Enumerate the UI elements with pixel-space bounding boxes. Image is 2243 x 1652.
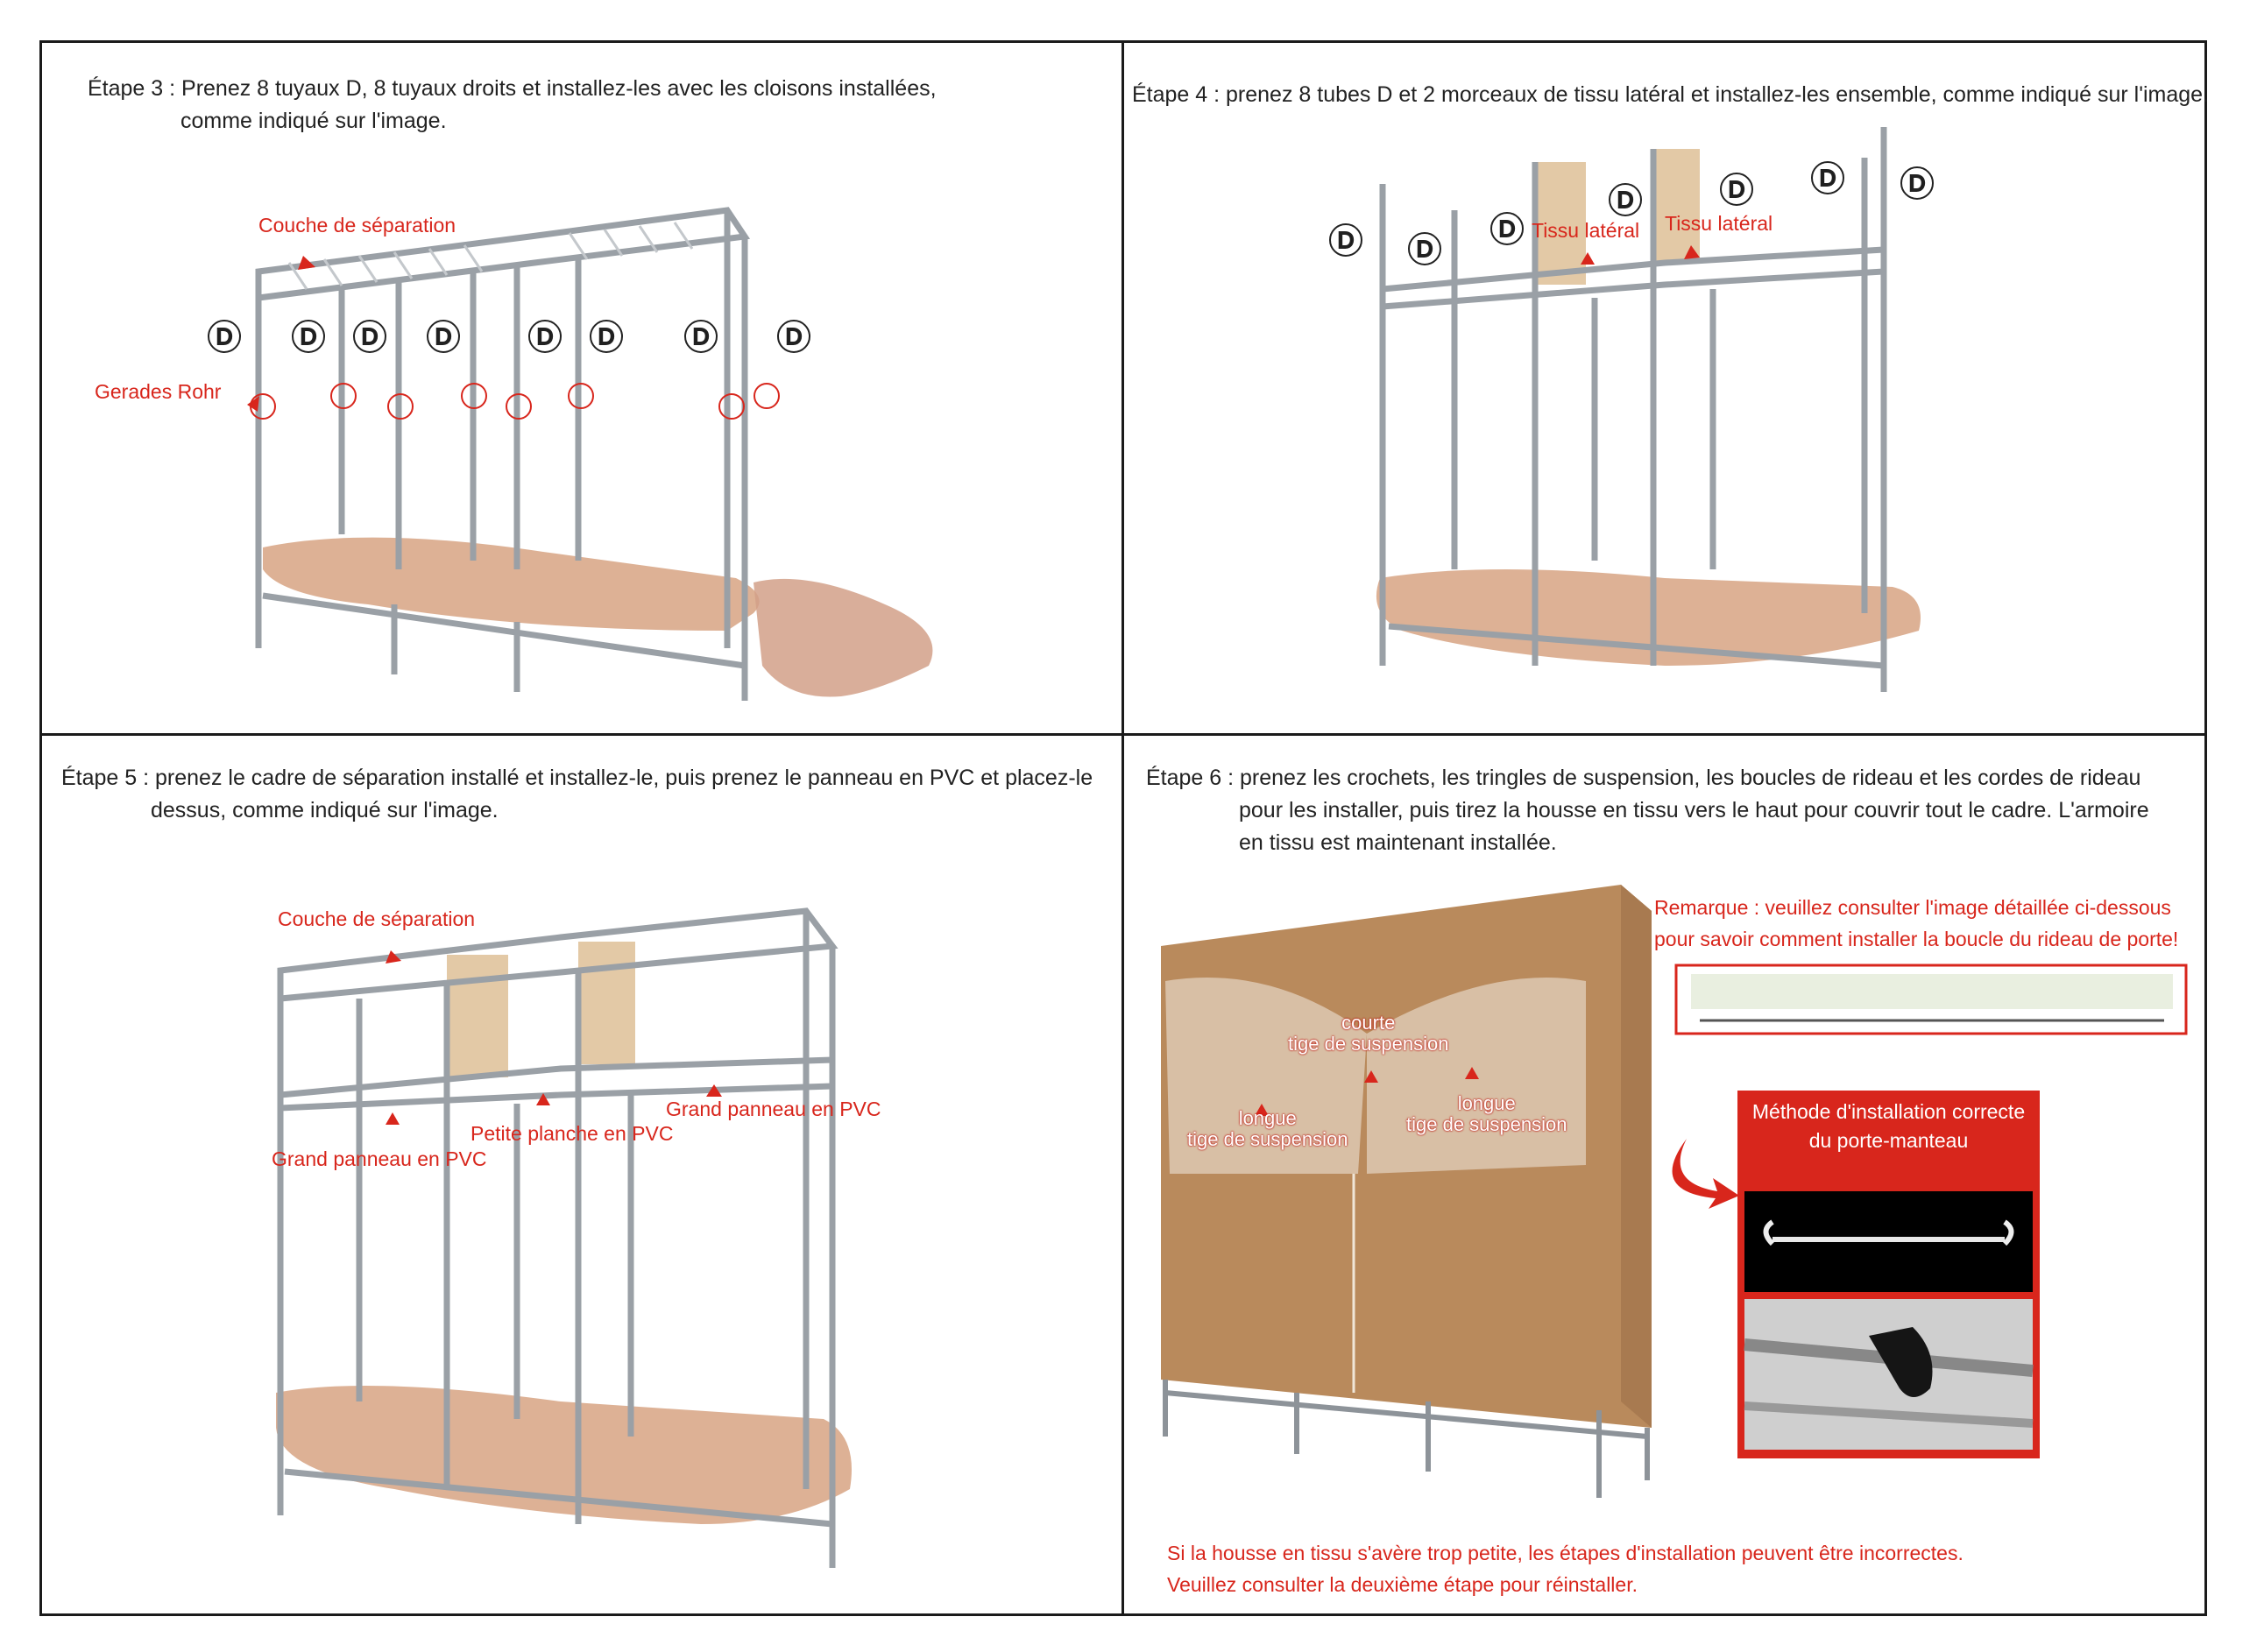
d-pipe-marker: D [1338, 227, 1355, 253]
hanger-photos [1744, 1191, 2034, 1450]
footer-line1: Si la housse en tissu s'avère trop petit… [1167, 1542, 1964, 1564]
small-pvc-label: Petite planche en PVC [471, 1122, 674, 1145]
long-rod-left-line2: tige de suspension [1187, 1128, 1348, 1150]
straight-pipe-label: Gerades Rohr [95, 380, 222, 403]
d-pipe-marker: D [1729, 176, 1745, 202]
long-rod-right-line2: tige de suspension [1406, 1113, 1567, 1135]
step-6-line3: en tissu est maintenant installée. [1239, 830, 1557, 855]
d-pipe-marker: D [1617, 187, 1634, 213]
d-pipe-marker: D [537, 323, 554, 349]
d-pipe-marker: D [1417, 236, 1433, 262]
remark-line1: Remarque : veuillez consulter l'image dé… [1654, 896, 2171, 919]
long-rod-label-right: longue tige de suspension [1406, 1093, 1567, 1135]
d-pipe-marker: D [1820, 165, 1836, 191]
d-pipe-marker: D [1499, 215, 1516, 242]
side-fabric-label-left: Tissu latéral [1532, 219, 1640, 242]
short-rod-line2: tige de suspension [1288, 1033, 1449, 1055]
step-5-line1: Étape 5 : prenez le cadre de séparation … [61, 766, 1093, 790]
footer-note: Si la housse en tissu s'avère trop petit… [1167, 1537, 1964, 1600]
method-line2: du porte-manteau [1808, 1129, 1969, 1152]
separation-layer-label-5: Couche de séparation [278, 907, 476, 930]
step-3-text: Étape 3 : Prenez 8 tuyaux D, 8 tuyaux dr… [88, 73, 937, 138]
short-rod-line1: courte [1341, 1012, 1396, 1034]
step-5-text: Étape 5 : prenez le cadre de séparation … [61, 762, 1093, 827]
separation-layer-label-3: Couche de séparation [258, 214, 456, 237]
step-3-line1: Étape 3 : Prenez 8 tuyaux D, 8 tuyaux dr… [88, 76, 937, 101]
d-pipe-marker: D [435, 323, 452, 349]
step-5-line2: dessus, comme indiqué sur l'image. [151, 798, 499, 822]
step-6-text: Étape 6 : prenez les crochets, les tring… [1146, 762, 2149, 859]
footer-line2: Veuillez consulter la deuxième étape pou… [1167, 1573, 1638, 1596]
d-pipe-marker: D [216, 323, 233, 349]
large-pvc-label-left: Grand panneau en PVC [272, 1147, 487, 1170]
d-pipe-marker: D [1909, 170, 1926, 196]
remark-note: Remarque : veuillez consulter l'image dé… [1654, 892, 2178, 955]
d-pipe-marker: D [598, 323, 615, 349]
long-rod-left-line1: longue [1238, 1107, 1297, 1129]
step-4-frame-illustration: D D D D D D D [1329, 127, 1934, 692]
method-title: Méthode d'installation correcte du porte… [1737, 1098, 2040, 1155]
hanger-method-box: Méthode d'installation correcte du porte… [1737, 1091, 2040, 1458]
d-pipe-marker: D [301, 323, 317, 349]
d-pipe-marker: D [362, 323, 379, 349]
large-pvc-label-right: Grand panneau en PVC [666, 1098, 881, 1120]
step-6-line2: pour les installer, puis tirez la housse… [1239, 798, 2149, 822]
step-3-line2: comme indiqué sur l'image. [180, 109, 447, 133]
remark-line2: pour savoir comment installer la boucle … [1654, 928, 2179, 950]
vertical-divider [1122, 40, 1124, 1616]
long-rod-label-left: longue tige de suspension [1187, 1108, 1348, 1150]
side-fabric-label-right: Tissu latéral [1665, 212, 1773, 235]
d-pipe-marker: D [786, 323, 803, 349]
d-pipe-marker: D [693, 323, 710, 349]
short-rod-label: courte tige de suspension [1288, 1013, 1448, 1055]
horizontal-divider [39, 733, 2207, 736]
step-4-line1: Étape 4 : prenez 8 tubes D et 2 morceaux… [1132, 82, 2210, 107]
step-5-frame-illustration [276, 907, 852, 1568]
method-line1: Méthode d'installation correcte [1751, 1100, 2026, 1123]
step-6-line1: Étape 6 : prenez les crochets, les tring… [1146, 766, 2141, 790]
step-4-text: Étape 4 : prenez 8 tubes D et 2 morceaux… [1132, 79, 2209, 111]
long-rod-right-line1: longue [1457, 1092, 1516, 1114]
